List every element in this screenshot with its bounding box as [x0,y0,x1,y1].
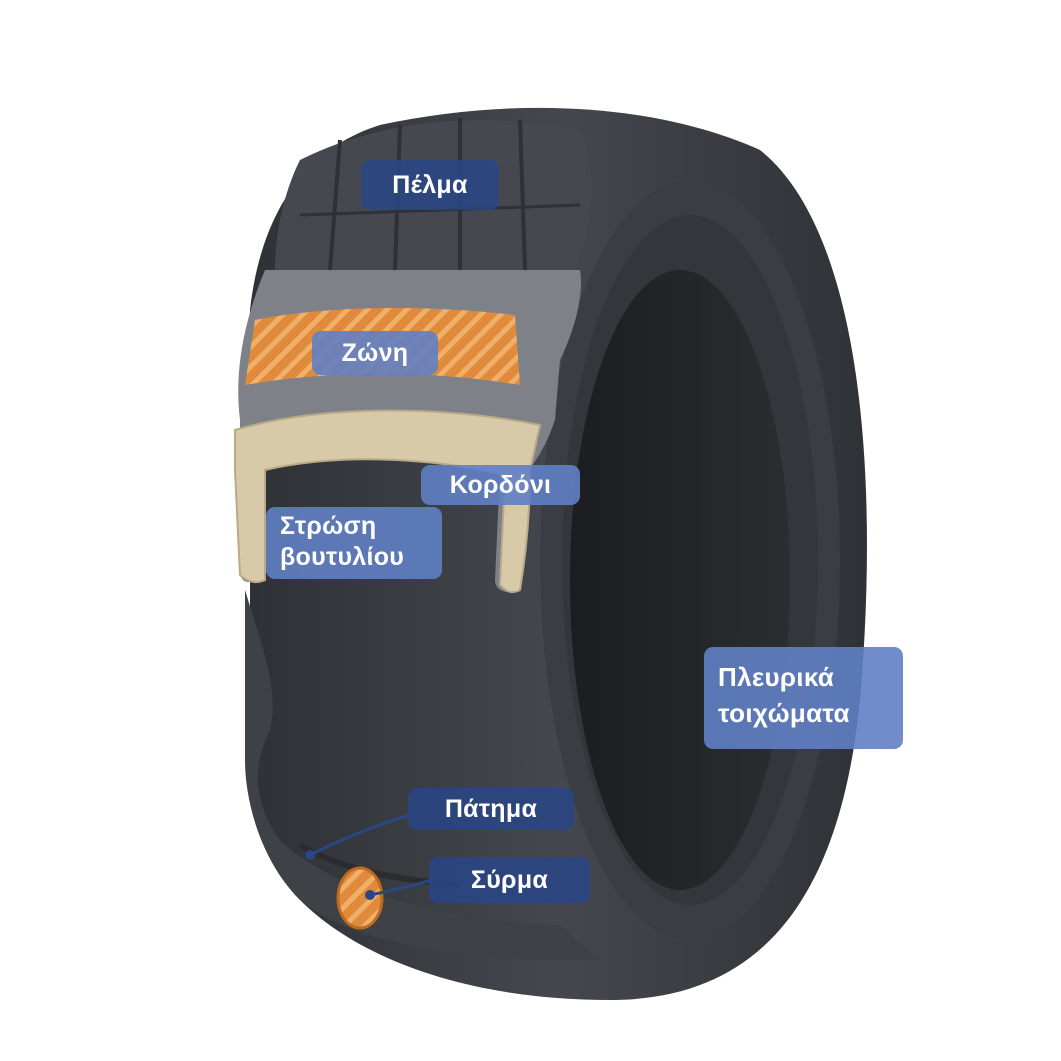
inner-liner-label-line1: Στρώση [280,512,377,540]
cord-layer [234,409,542,594]
sidewall-label-line2: τοιχώματα [718,698,850,728]
leader-lines [305,810,433,900]
sidewall-label: Πλευρικά τοιχώματα [704,647,903,749]
inner-liner-label: Στρώση βουτυλίου [266,507,442,579]
sidewall-label-line1: Πλευρικά [718,662,835,692]
tread-label: Πέλμα [361,160,499,210]
bead-label: Πάτημα [408,788,574,830]
cord-label: Κορδόνι [421,465,580,505]
inner-liner-label-line2: βουτυλίου [280,543,405,571]
belt-label: Ζώνη [312,331,438,375]
bead-wire-label: Σύρμα [429,857,590,903]
bead-wire [336,866,384,930]
